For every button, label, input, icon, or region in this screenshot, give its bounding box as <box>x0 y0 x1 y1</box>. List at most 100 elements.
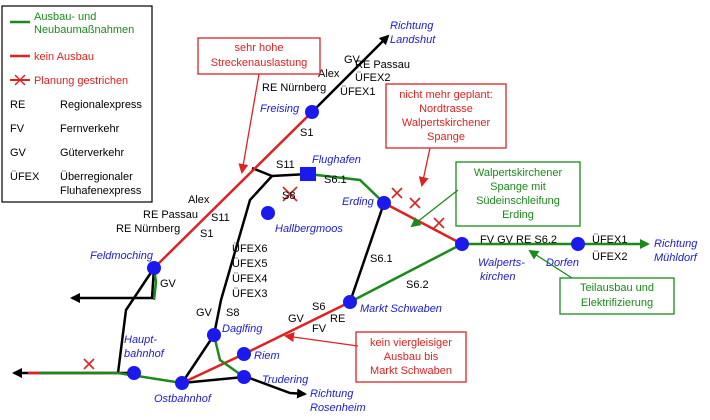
legend-uefex-abbr: ÜFEX <box>10 171 40 183</box>
legend-box <box>1 5 153 203</box>
label-landshut-2: Landshut <box>390 34 436 46</box>
label-muehldorf-1: Richtung <box>654 238 698 250</box>
station-walpertskirchen <box>455 237 469 251</box>
note-text: Nordtrasse <box>419 103 473 115</box>
label-s62-b: S6.2 <box>406 279 429 291</box>
legend-fv-abbr: FV <box>10 123 25 135</box>
legend-uefex-desc: Überregionaler <box>60 171 133 183</box>
label-ostbahnhof: Ostbahnhof <box>154 393 212 405</box>
cross-icon <box>391 187 403 199</box>
label-re-nbg-top: RE Nürnberg <box>262 82 326 94</box>
line-freising-landshut <box>311 34 390 113</box>
line-hallbergmoos <box>212 175 273 336</box>
line-erding-ms <box>348 202 386 303</box>
legend-gv-desc: Güterverkehr <box>60 147 125 159</box>
legend-re-desc: Regionalexpress <box>60 99 142 111</box>
note-viergleisig: kein viergleisiger Ausbau bis Markt Schw… <box>284 331 467 383</box>
label-re-passau-top: RE Passau <box>355 59 410 71</box>
label-re-nbg-left: RE Nürnberg <box>116 223 180 235</box>
note-arrow <box>238 73 260 174</box>
label-uefex3: ÜFEX3 <box>232 288 267 300</box>
cross-icon <box>83 358 95 370</box>
station-flughafen <box>300 167 316 181</box>
label-trudering: Trudering <box>262 374 309 386</box>
legend-green-label: Ausbau- und <box>34 11 96 23</box>
line-erding-walpertskirchen <box>383 201 463 246</box>
note-box <box>197 37 321 75</box>
station-hauptbahnhof <box>127 366 141 380</box>
label-gv-s6: GV <box>288 313 305 325</box>
station-markt-schwaben <box>343 295 357 309</box>
line-flughafen-erding <box>307 172 385 204</box>
label-s61-b: S6.1 <box>370 253 393 265</box>
station-ostbahnhof <box>175 376 189 390</box>
label-s61-a: S6.1 <box>324 174 347 186</box>
note-arrow <box>418 147 431 187</box>
line-daglfing-trudering <box>212 334 245 379</box>
stations <box>127 105 585 390</box>
station-freising <box>305 105 319 119</box>
note-text: sehr hohe <box>235 42 284 54</box>
label-alex-top: Alex <box>318 68 340 80</box>
label-east-services: FV GV RE S6.2 <box>480 234 557 246</box>
label-hbf-2: bahnhof <box>124 348 165 360</box>
label-re-s6: RE <box>330 313 345 325</box>
note-spange: Walpertskirchener Spange mit Südeinschle… <box>410 161 581 228</box>
label-fv-s6: FV <box>312 323 327 335</box>
station-dorfen <box>571 237 585 251</box>
line-ost-trudering <box>181 375 245 385</box>
label-uefex2-east: ÜFEX2 <box>592 251 627 263</box>
cross-icon <box>409 197 421 209</box>
legend-green-label2: Neubaumaßnahmen <box>34 24 134 36</box>
note-text: Erding <box>502 209 534 221</box>
label-uefex1-top: ÜFEX1 <box>340 86 375 98</box>
cross-icon <box>282 186 298 202</box>
note-arrow <box>528 249 573 279</box>
legend-uefex-desc2: Fluhafenexpress <box>60 185 142 197</box>
legend-red-label: kein Ausbau <box>34 51 94 63</box>
label-flughafen: Flughafen <box>312 154 361 166</box>
station-hallbergmoos <box>261 206 275 220</box>
note-text: Spange <box>427 131 465 143</box>
note-text: kein viergleisiger <box>370 337 452 349</box>
note-text: Spange mit <box>490 181 546 193</box>
label-freising: Freising <box>260 103 300 115</box>
label-feldmoching: Feldmoching <box>90 250 154 262</box>
station-daglfing <box>207 328 221 342</box>
label-walpertskirchen-1: Walperts- <box>478 257 525 269</box>
line-ms-riem <box>243 300 351 356</box>
note-nordtrasse: nicht mehr geplant: Nordtrasse Walpertsk… <box>385 83 507 187</box>
line-rosenheim <box>243 374 307 399</box>
station-erding <box>377 196 391 210</box>
line-gv-west <box>70 267 156 303</box>
cross-icon <box>433 217 445 229</box>
label-hallbergmoos: Hallbergmoos <box>275 223 343 235</box>
black-lines <box>12 34 390 399</box>
note-text: Markt Schwaben <box>370 365 452 377</box>
note-text: Ausbau bis <box>384 351 439 363</box>
label-uefex1-east: ÜFEX1 <box>592 234 627 246</box>
line-freising-feldmoching <box>153 111 313 269</box>
legend: Ausbau- und Neubaumaßnahmen kein Ausbau … <box>1 5 153 203</box>
label-markt-schwaben: Markt Schwaben <box>360 303 442 315</box>
note-text: Teilausbau und <box>580 282 654 294</box>
label-s8-a: S8 <box>282 190 295 202</box>
label-erding: Erding <box>342 196 375 208</box>
note-text: Streckenauslastung <box>211 57 308 69</box>
label-s6: S6 <box>312 301 325 313</box>
label-re-passau-left: RE Passau <box>143 209 198 221</box>
label-muehldorf-2: Mühldorf <box>654 252 698 264</box>
line-daglfing-ost <box>180 334 216 384</box>
note-box <box>355 331 467 383</box>
note-box <box>559 277 675 315</box>
label-s8-daglfing: S8 <box>226 307 239 319</box>
line-s11-link <box>251 166 309 178</box>
cross-icon <box>14 74 26 86</box>
line-riem-ost <box>181 352 245 385</box>
label-landshut-1: Richtung <box>390 20 434 32</box>
label-uefex4: ÜFEX4 <box>232 273 267 285</box>
note-arrow <box>410 189 459 228</box>
label-s11-left: S11 <box>211 212 230 224</box>
note-auslastung: sehr hohe Streckenauslastung <box>197 37 321 174</box>
